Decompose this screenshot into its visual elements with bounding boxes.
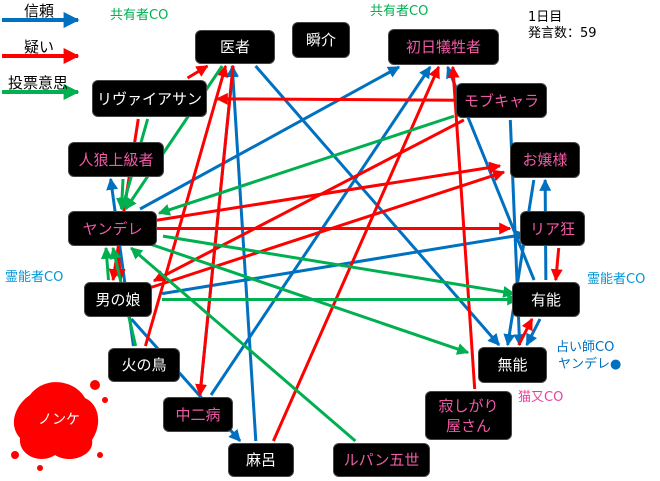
edge-doubt-mob-to-otokonoko: [152, 118, 465, 283]
player-name: 医者: [219, 38, 250, 56]
player-node-jinro[interactable]: 人狼上級者: [68, 142, 164, 177]
edge-vote-yandere-to-yuno: [162, 234, 516, 298]
legend-label-vote: 投票意思: [8, 74, 69, 92]
player-node-shunsuke[interactable]: 瞬介: [292, 22, 350, 58]
player-node-yuno[interactable]: 有能: [512, 282, 580, 317]
player-node-chuni[interactable]: 中二病: [163, 397, 233, 432]
edge-vote-yandere-to-muno: [150, 242, 470, 355]
day-info: 1日目 発言数：59: [528, 10, 597, 42]
co-note-reino2: 霊能者CO: [587, 272, 646, 287]
day-label: 1日目: [528, 10, 563, 25]
player-name: モブキャラ: [463, 91, 539, 110]
player-node-maro[interactable]: 麻呂: [228, 443, 294, 477]
edge-trust-maro-to-isha: [226, 64, 258, 442]
edge-trust-ojou-to-muno: [503, 179, 536, 347]
player-name: ルパン五世: [343, 451, 420, 469]
co-note-uranai_result: ヤンデレ●: [558, 357, 622, 372]
player-node-isha[interactable]: 医者: [195, 30, 275, 64]
post-count: 発言数：59: [528, 26, 597, 41]
player-name: 麻呂: [245, 451, 276, 469]
edge-doubt-riakyo-to-yuno: [550, 247, 563, 282]
player-node-mob[interactable]: モブキャラ: [456, 83, 547, 118]
player-node-sabishi[interactable]: 寂しがり 屋さん: [425, 391, 512, 440]
player-node-riakyo[interactable]: リア狂: [520, 211, 585, 246]
legend-label-doubt: 疑い: [24, 38, 55, 56]
player-name: 有能: [530, 290, 561, 309]
player-name: ヤンデレ: [82, 219, 143, 238]
blood-splatter-icon: [11, 380, 108, 471]
player-name: 火の鳥: [121, 356, 167, 374]
player-name: 男の娘: [95, 290, 141, 309]
player-node-otokonoko[interactable]: 男の娘: [84, 282, 152, 317]
edge-doubt-mob-to-leviathan: [215, 92, 463, 105]
player-node-hinotori[interactable]: 火の鳥: [108, 348, 180, 382]
player-name: リア狂: [529, 219, 575, 238]
edge-doubt-leviathan-to-isha: [186, 64, 209, 80]
co-note-uranai: 占い師CO: [556, 340, 615, 355]
player-node-leviathan[interactable]: リヴァイアサン: [92, 80, 207, 117]
co-note-kyouyu1: 共有者CO: [110, 8, 169, 23]
player-name: 人狼上級者: [78, 150, 154, 169]
edge-doubt-isha-to-chuni: [195, 65, 235, 397]
player-node-lupin[interactable]: ルパン五世: [333, 443, 430, 477]
player-node-yandere[interactable]: ヤンデレ: [68, 211, 157, 246]
dead-player-label: ノンケ: [38, 412, 80, 428]
edge-trust-yandere-to-shonichi: [139, 65, 401, 211]
co-note-reino1: 霊能者CO: [5, 270, 64, 285]
edge-trust-yuno-to-muno: [525, 318, 542, 347]
player-name: 瞬介: [305, 31, 336, 49]
player-name: 寂しがり 屋さん: [438, 396, 499, 435]
player-node-ojou[interactable]: お嬢様: [510, 142, 580, 178]
player-name: お嬢様: [522, 151, 568, 169]
player-node-shonichi[interactable]: 初日犠牲者: [388, 29, 499, 65]
edge-vote-lupin-to-yandere: [130, 246, 357, 443]
player-name: リヴァイアサン: [96, 89, 202, 108]
player-name: 無能: [497, 356, 528, 374]
co-note-kyouyu2: 共有者CO: [370, 4, 429, 19]
player-name: 中二病: [175, 405, 221, 424]
player-name: 初日犠牲者: [405, 38, 481, 56]
co-note-nekomata: 猫又CO: [518, 390, 564, 405]
legend-label-trust: 信頼: [24, 2, 55, 20]
edge-vote-mob-to-yandere: [157, 114, 455, 216]
edge-vote-otokonoko-to-yandere: [100, 246, 113, 281]
edge-doubt-muno-to-yuno: [517, 317, 534, 346]
player-node-muno[interactable]: 無能: [478, 347, 547, 383]
edge-vote-jinro-to-yandere: [116, 178, 129, 211]
